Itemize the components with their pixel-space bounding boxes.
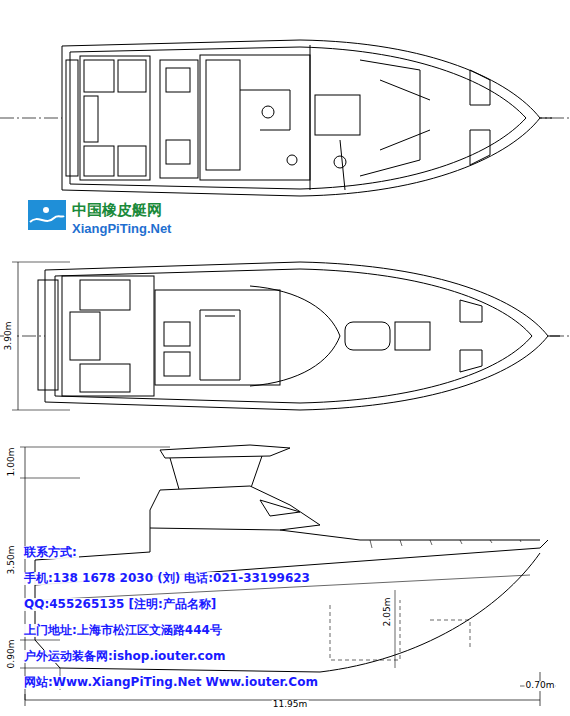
logo-text: 中国橡皮艇网 xyxy=(72,202,162,219)
logo-icon xyxy=(28,200,66,230)
logo-url: XiangPiTing.Net xyxy=(72,222,171,236)
contact-line: 网站:Www.XiangPiTing.Net Www.iouter.Com xyxy=(22,676,320,689)
dimension: 0.70m xyxy=(525,681,556,691)
contact-line: 户外运动装备网:ishop.iouter.com xyxy=(22,650,227,663)
contact-line: QQ:455265135 [注明:产品名称] xyxy=(22,598,218,611)
contact-heading: 联系方式: xyxy=(22,546,79,559)
top-view xyxy=(0,262,570,410)
dimension: 3.50m xyxy=(7,545,17,576)
dimension: 11.95m xyxy=(272,700,309,710)
dimension: 1.00m xyxy=(7,447,17,478)
side-view xyxy=(20,445,556,706)
contact-line: 上门地址:上海市松江区文涵路444号 xyxy=(22,624,224,637)
deck-plan xyxy=(0,40,570,196)
dimension: 3.90m xyxy=(4,321,14,352)
dimension: 0.90m xyxy=(7,639,17,670)
dimension: 2.05m xyxy=(383,597,393,628)
contact-line: 手机:138 1678 2030 (刘) 电话:021-33199623 xyxy=(22,572,312,585)
